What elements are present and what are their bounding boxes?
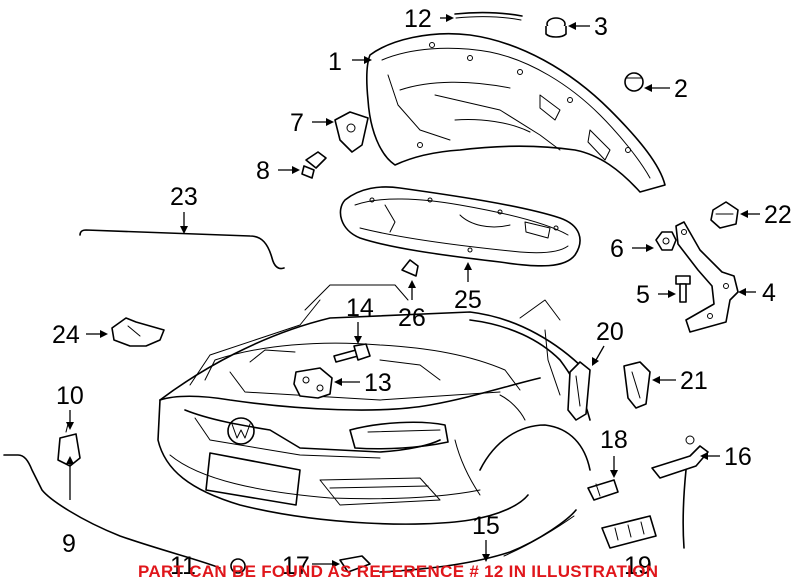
clip-part-18 [587, 479, 619, 501]
callout-numbers: 1 2 3 4 5 6 7 8 9 10 11 12 13 14 15 16 1… [52, 5, 792, 580]
callout-9: 9 [62, 530, 76, 558]
hood-panel [365, 32, 666, 193]
callout-17: 17 [282, 552, 310, 580]
cover-part-21 [623, 361, 651, 409]
weatherstrip-part [454, 11, 523, 17]
vehicle-front-body [157, 284, 591, 525]
clip-part-26 [401, 259, 419, 277]
callout-10: 10 [56, 382, 84, 410]
weatherstrip-part-edge [455, 16, 522, 21]
bump-stop-part-22 [710, 201, 739, 229]
callout-5: 5 [636, 281, 650, 309]
bolt-part-8 [301, 151, 327, 179]
callout-6: 6 [610, 235, 624, 263]
callout-18: 18 [600, 426, 628, 454]
lock-part-10 [57, 423, 81, 467]
prop-rod-part-23 [79, 229, 285, 270]
leader-lines [66, 14, 760, 568]
callout-21: 21 [680, 367, 708, 395]
cable-part-15-edge [503, 515, 575, 557]
callout-3: 3 [594, 13, 608, 41]
callout-12: 12 [404, 5, 432, 33]
callout-14: 14 [346, 294, 374, 322]
bracket-part-7 [334, 111, 369, 153]
callout-22: 22 [764, 201, 792, 229]
callout-1: 1 [328, 48, 342, 76]
grommet-part-11 [230, 558, 246, 574]
latch-part-13 [293, 367, 333, 399]
nut-part-6 [655, 231, 677, 251]
bracket-part-19 [601, 515, 657, 549]
callout-7: 7 [290, 109, 304, 137]
callout-24: 24 [52, 321, 80, 349]
bump-stop-part-2 [624, 72, 644, 92]
cover-part-20 [567, 361, 591, 421]
cable-part-9 [3, 454, 221, 569]
callout-19: 19 [624, 552, 652, 580]
callout-2: 2 [674, 75, 688, 103]
bolt-part-14 [333, 343, 371, 363]
bolt-part-5 [675, 275, 691, 303]
release-lever-part-16 [651, 435, 709, 549]
callout-23: 23 [170, 183, 198, 211]
callout-20: 20 [596, 318, 624, 346]
callout-4: 4 [762, 279, 776, 307]
hinge-part-4 [675, 221, 739, 333]
bump-stop-part-3 [545, 17, 567, 38]
callout-16: 16 [724, 443, 752, 471]
hood-insulator [339, 186, 581, 267]
callout-26: 26 [398, 304, 426, 332]
callout-13: 13 [364, 369, 392, 397]
cable-part-15 [379, 509, 577, 573]
callout-25: 25 [454, 286, 482, 314]
bracket-part-24 [111, 317, 165, 347]
callout-8: 8 [256, 157, 270, 185]
callout-15: 15 [472, 512, 500, 540]
footnote-reference-note: PART CAN BE FOUND AS REFERENCE # 12 IN I… [138, 562, 658, 581]
clip-part-17 [339, 555, 371, 573]
callout-11: 11 [170, 552, 196, 580]
